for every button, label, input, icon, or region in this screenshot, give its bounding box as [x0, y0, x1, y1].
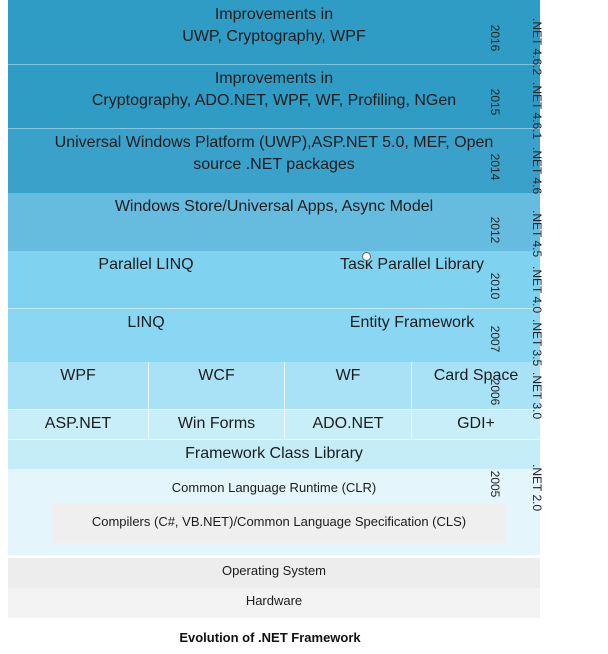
os-label: Operating System	[221, 563, 327, 578]
net35-left-label: LINQ	[127, 314, 165, 331]
net35-linq: LINQ	[8, 308, 284, 362]
net461-line2: Cryptography, ADO.NET, WPF, WF, Profilin…	[91, 92, 457, 109]
version-net46-year: 2014	[488, 153, 502, 181]
net30-c1-label: WPF	[60, 367, 96, 384]
net30-c3-label: WF	[335, 367, 361, 384]
layer-net45: Windows Store/Universal Apps, Async Mode…	[8, 193, 540, 251]
version-net35-name: .NET 3.5	[530, 319, 544, 367]
net46-line2: source .NET packages	[193, 156, 355, 173]
layer-net46: Universal Windows Platform (UWP),ASP.NET…	[8, 128, 540, 193]
net35-right-label: Entity Framework	[349, 314, 475, 331]
version-net30-year: 2006	[488, 378, 502, 406]
version-label-net45: .NET 4.5 2012	[488, 210, 572, 257]
net20-gdi: GDI+	[411, 409, 540, 439]
diagram-caption: Evolution of .NET Framework	[179, 630, 361, 645]
compilers-label: Compilers (C#, VB.NET)/Common Language S…	[91, 514, 467, 529]
version-net462-year: 2016	[488, 24, 502, 52]
net40-right-label: Task Parallel Library	[339, 256, 485, 273]
net40-task-parallel-library: Task Parallel Library	[284, 251, 540, 308]
version-net30-name: .NET 3.0	[530, 372, 544, 420]
version-net35-year: 2007	[488, 325, 502, 353]
net20-gdi-label: GDI+	[457, 415, 495, 432]
net40-parallel-linq: Parallel LINQ	[8, 251, 284, 308]
version-net20-year: 2005	[488, 470, 502, 498]
net35-entity-framework: Entity Framework	[284, 308, 540, 362]
net20-win-forms: Win Forms	[148, 409, 284, 439]
net45-text: Windows Store/Universal Apps, Async Mode…	[114, 198, 434, 215]
net20-aspnet: ASP.NET	[8, 409, 148, 439]
hardware-label: Hardware	[245, 593, 303, 608]
net20-adonet-label: ADO.NET	[312, 415, 384, 432]
version-net462-name: .NET 4.6.2	[530, 18, 544, 76]
version-net461-name: .NET 4.6.1	[530, 82, 544, 140]
operating-system: Operating System	[8, 558, 540, 588]
net20-aspnet-label: ASP.NET	[44, 415, 112, 432]
layer-net461: Improvements in Cryptography, ADO.NET, W…	[8, 64, 540, 128]
net30-card-space: Card Space	[411, 362, 540, 409]
net20-winforms-label: Win Forms	[177, 415, 256, 432]
net30-wpf: WPF	[8, 362, 148, 409]
version-net46-name: .NET 4.6	[530, 147, 544, 195]
framework-class-library: Framework Class Library	[8, 439, 540, 469]
version-net461-year: 2015	[488, 88, 502, 116]
net46-line1: Universal Windows Platform (UWP),ASP.NET…	[54, 134, 494, 151]
version-label-net35: .NET 3.5 2007	[488, 319, 572, 366]
version-label-net46: .NET 4.6 2014	[488, 147, 572, 194]
version-net45-year: 2012	[488, 216, 502, 244]
net462-line2: UWP, Cryptography, WPF	[182, 28, 366, 45]
net30-c2-label: WCF	[198, 367, 235, 384]
version-net40-name: .NET 4.0	[530, 266, 544, 314]
net40-left-label: Parallel LINQ	[98, 256, 194, 273]
version-label-net40: .NET 4.0 2010	[488, 266, 572, 313]
cursor-dot	[362, 252, 371, 261]
version-label-net20: .NET 2.0 2005	[488, 464, 572, 511]
compilers-cls: Compilers (C#, VB.NET)/Common Language S…	[52, 503, 506, 543]
version-net40-year: 2010	[488, 272, 502, 300]
version-net45-name: .NET 4.5	[530, 210, 544, 258]
net30-wf: WF	[284, 362, 411, 409]
version-label-net462: .NET 4.6.2 2016	[488, 18, 572, 75]
net462-line1: Improvements in	[214, 6, 334, 23]
version-net20-name: .NET 2.0	[530, 464, 544, 512]
net461-line1: Improvements in	[214, 70, 334, 87]
version-label-net30: .NET 3.0 2006	[488, 372, 572, 419]
net30-wcf: WCF	[148, 362, 284, 409]
hardware: Hardware	[8, 588, 540, 618]
net20-adonet: ADO.NET	[284, 409, 411, 439]
net30-c4-label: Card Space	[433, 367, 519, 384]
version-label-net461: .NET 4.6.1 2015	[488, 82, 572, 139]
clr-label: Common Language Runtime (CLR)	[171, 480, 377, 495]
layer-net462: Improvements in UWP, Cryptography, WPF	[8, 0, 540, 64]
fcl-label: Framework Class Library	[185, 445, 363, 462]
